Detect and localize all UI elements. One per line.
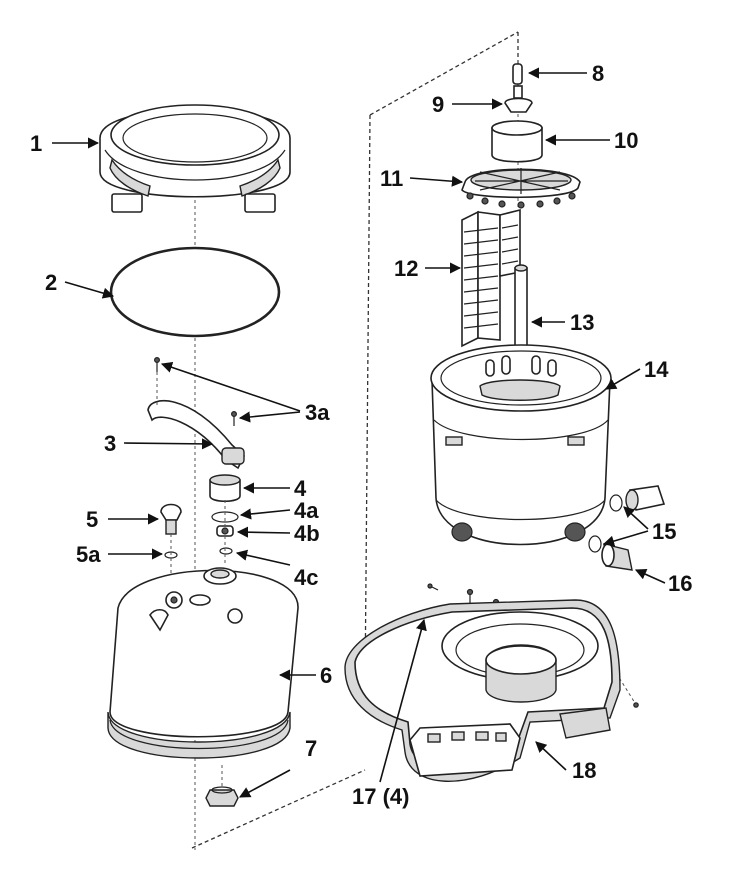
o-ring-part [109,246,281,338]
label-part-4c: 4c [294,565,318,590]
label-part-1: 1 [30,131,42,156]
label-part-3a: 3a [305,400,330,425]
lid-handle-part [147,357,245,470]
manifold-plate-part [461,168,581,209]
label-part-17: 17 (4) [352,784,409,809]
base-part [344,599,621,782]
valve-cap-stack [209,474,241,565]
outlet-fitting-part [625,485,666,511]
cap-part [504,85,533,113]
label-part-7: 7 [305,736,317,761]
fitting-o-rings-part [588,494,623,553]
label-part-13: 13 [570,310,594,335]
pin-part [512,63,523,85]
tank-body-part [430,344,612,546]
label-part-16: 16 [668,571,692,596]
label-part-11: 11 [380,166,403,191]
label-part-15: 15 [652,519,676,544]
leader-lines [52,67,666,798]
label-part-14: 14 [644,357,669,382]
label-part-4: 4 [294,476,307,501]
label-part-3: 3 [104,431,116,456]
label-part-6: 6 [320,663,332,688]
fin-grid-part [461,208,521,348]
clamp-ring-part [99,104,291,213]
tank-lid-part [107,567,299,759]
label-part-8: 8 [592,61,604,86]
label-part-18: 18 [572,758,596,783]
separator-frame [191,31,519,849]
label-part-5a: 5a [76,542,101,567]
label-part-5: 5 [86,507,98,532]
label-part-10: 10 [614,128,638,153]
label-part-2: 2 [45,270,57,295]
label-part-12: 12 [394,256,418,281]
label-part-9: 9 [432,92,444,117]
cylinder-part [491,120,543,163]
air-relief-valve-part [160,503,182,575]
inlet-fitting-part [601,543,633,571]
drain-cap-part [205,765,239,807]
label-part-4b: 4b [294,521,320,546]
label-part-4a: 4a [294,498,319,523]
